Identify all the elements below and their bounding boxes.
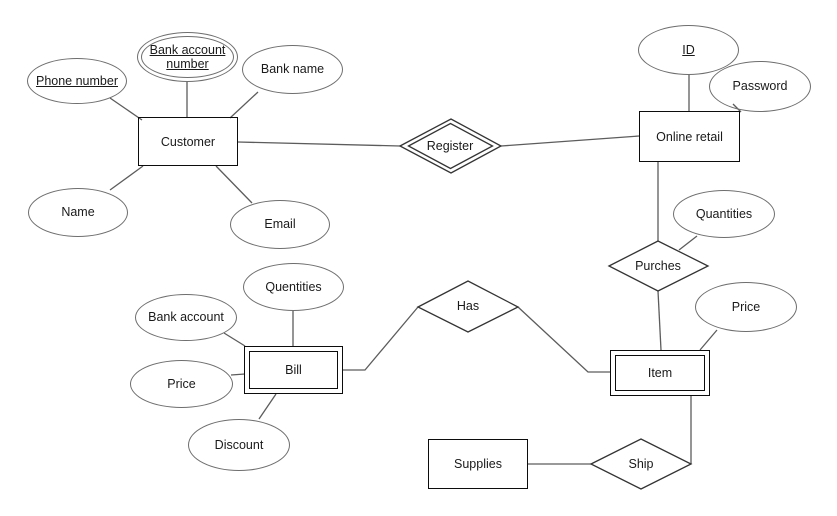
- attribute-name: Name: [28, 188, 128, 237]
- attribute-id-label: ID: [682, 42, 695, 57]
- entity-online-retail-label: Online retail: [656, 129, 723, 144]
- attribute-quantities: Quantities: [673, 190, 775, 238]
- entity-bill-inner-border: [249, 351, 338, 389]
- edge-price-item: [699, 329, 718, 351]
- edge-name-customer: [109, 165, 144, 191]
- attribute-password: Password: [709, 61, 811, 112]
- edge-bank-account-bill: [223, 332, 246, 347]
- entity-bill-label: Bill: [285, 363, 302, 377]
- attribute-password-label: Password: [732, 79, 788, 94]
- edge-email-customer: [215, 165, 253, 204]
- ship-diamond: [589, 438, 693, 490]
- register-diamond-inner: [407, 122, 494, 170]
- attribute-id: ID: [638, 25, 739, 75]
- attribute-bank-account-number-inner-border: [141, 36, 234, 78]
- relationship-register-label: Register: [426, 139, 474, 153]
- attribute-price-item: Price: [695, 282, 797, 332]
- relationship-ship-label: Ship: [628, 457, 654, 471]
- relationship-purches-label: Purches: [635, 259, 681, 273]
- edge-quantities-purches: [678, 235, 698, 251]
- edge-customer-register: [237, 141, 401, 147]
- entity-bill: Bill: [244, 346, 343, 394]
- attribute-bank-account-number: Bank account number: [137, 32, 238, 82]
- edge-purches-item: [657, 290, 662, 351]
- entity-item: Item: [610, 350, 710, 396]
- entity-supplies-label: Supplies: [454, 457, 502, 471]
- attribute-email-label: Email: [264, 217, 296, 232]
- attribute-quentities: Quentities: [243, 263, 344, 311]
- attribute-name-label: Name: [61, 205, 95, 220]
- edge-register-online-retail: [500, 135, 640, 147]
- attribute-bank-name-label: Bank name: [260, 62, 325, 77]
- attribute-price-bill: Price: [130, 360, 233, 408]
- attribute-quantities-label: Quantities: [695, 206, 753, 221]
- edge-has-bill: [343, 306, 419, 371]
- edge-has-item: [517, 306, 610, 373]
- attribute-phone-number-label: Phone number: [35, 73, 118, 88]
- edge-bank-name-customer: [229, 91, 259, 119]
- edge-price-bill: [230, 373, 246, 376]
- attribute-phone-number: Phone number: [27, 58, 127, 104]
- edge-phone-number-customer: [109, 97, 143, 121]
- register-diamond-outer: [398, 118, 503, 174]
- attribute-price-bill-label: Price: [167, 376, 196, 391]
- has-diamond: [416, 280, 520, 333]
- entity-customer: Customer: [138, 117, 238, 166]
- entity-online-retail: Online retail: [639, 111, 740, 162]
- edge-discount-bill: [258, 393, 277, 420]
- attribute-email: Email: [230, 200, 330, 249]
- entity-supplies: Supplies: [428, 439, 528, 489]
- attribute-discount: Discount: [188, 419, 290, 471]
- attribute-discount-label: Discount: [214, 437, 264, 452]
- entity-customer-label: Customer: [160, 134, 216, 149]
- attribute-bank-account: Bank account: [135, 294, 237, 341]
- attribute-bank-account-label: Bank account: [148, 310, 224, 325]
- attribute-bank-name: Bank name: [242, 45, 343, 94]
- purches-diamond: [607, 240, 710, 292]
- relationship-has-label: Has: [456, 299, 480, 313]
- attribute-quentities-label: Quentities: [265, 279, 322, 294]
- entity-item-inner-border: [615, 355, 705, 391]
- entity-item-label: Item: [647, 366, 673, 380]
- attribute-price-item-label: Price: [731, 299, 761, 314]
- attribute-bank-account-number-label: Bank account number: [149, 42, 226, 71]
